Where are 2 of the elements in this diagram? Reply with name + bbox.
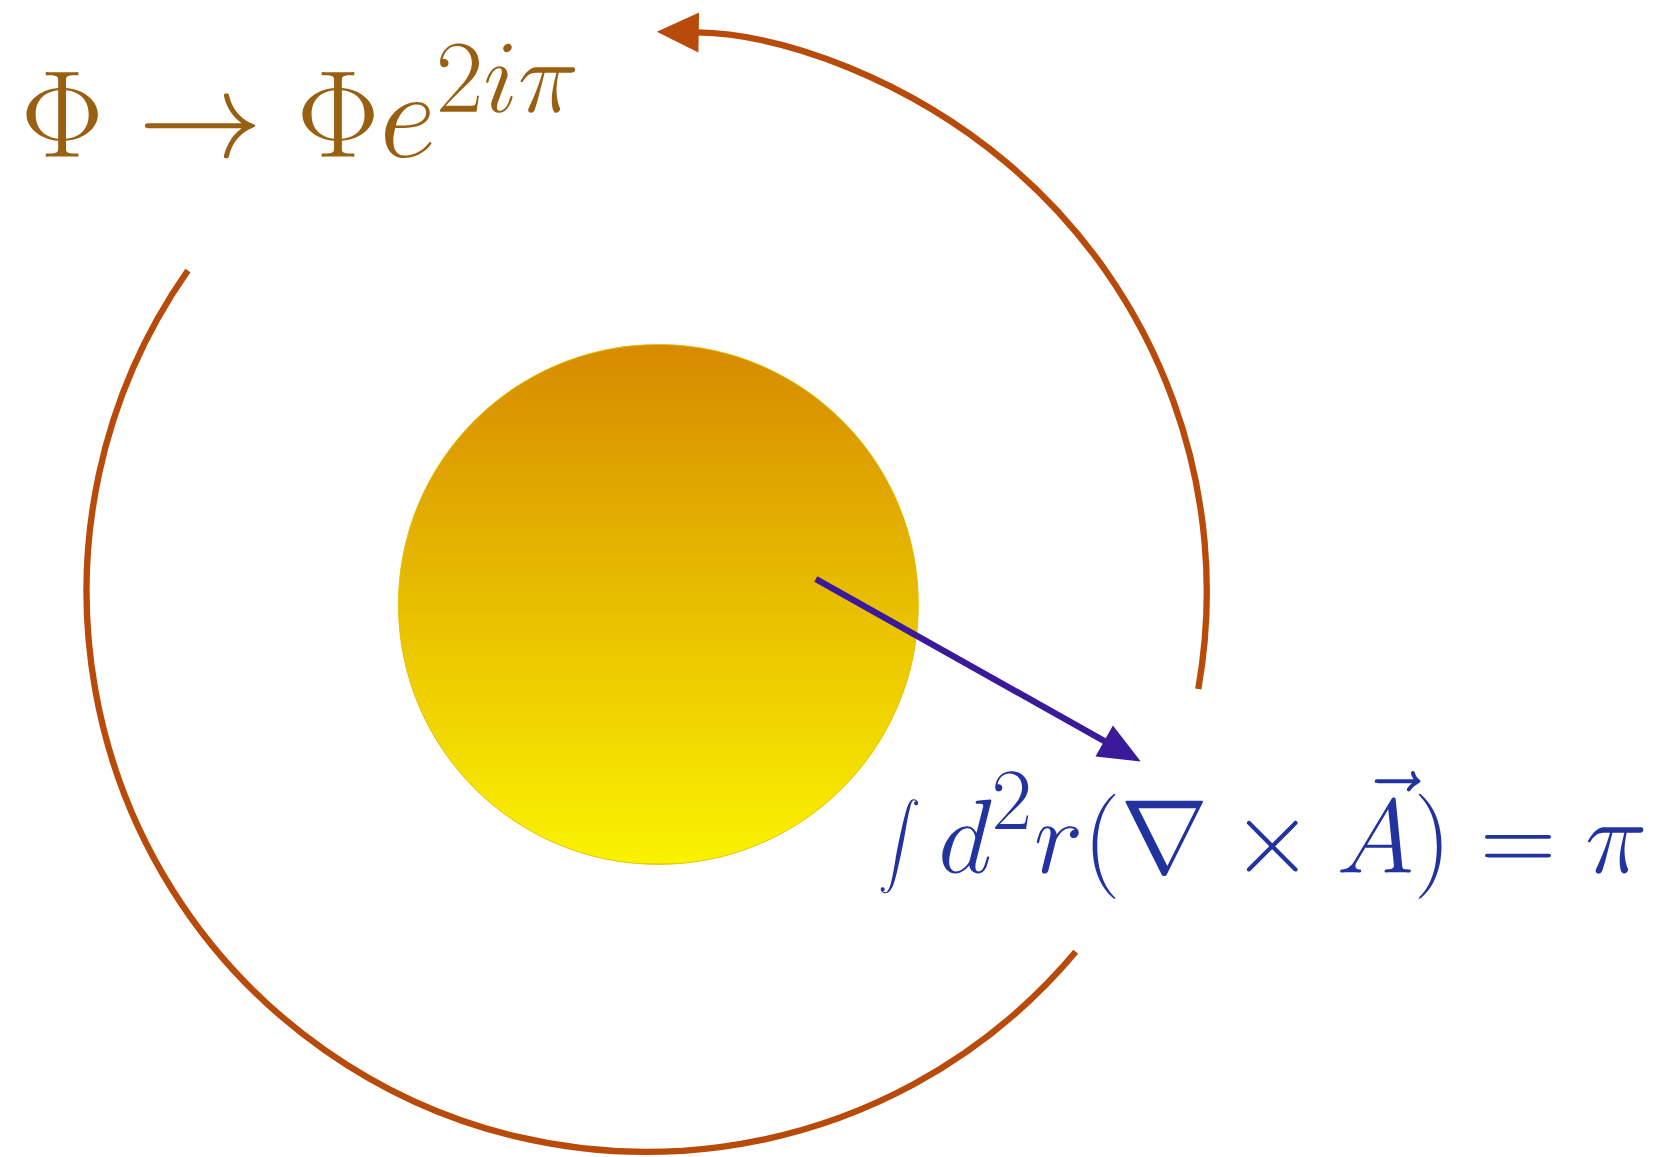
formula: $\Phi \to \Phi e^{2i\pi}$ xyxy=(26,43,576,159)
formula: $\int d^2r(\nabla\times\vec{A}) = \pi$ xyxy=(880,770,1644,899)
